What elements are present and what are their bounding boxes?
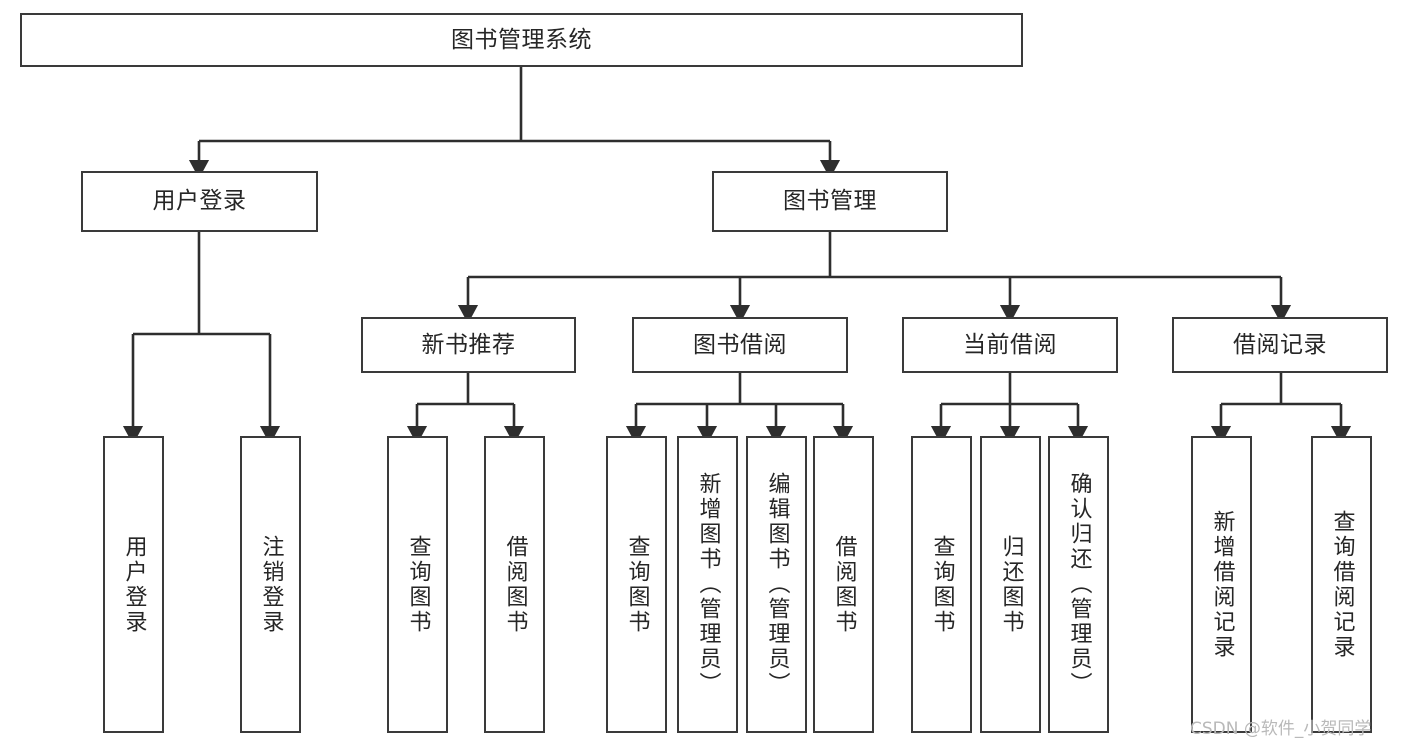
node-label: 借阅图书 bbox=[831, 534, 857, 635]
node-label: 借阅记录 bbox=[1233, 331, 1327, 358]
leaf-record-query-record[interactable]: 查询借阅记录 bbox=[1311, 436, 1372, 733]
node-label: 查询图书 bbox=[624, 534, 650, 635]
node-label: 查询图书 bbox=[929, 534, 955, 635]
node-book-borrow[interactable]: 图书借阅 bbox=[632, 317, 848, 373]
leaf-borrow-edit-book[interactable]: 编辑图书（管理员） bbox=[746, 436, 807, 733]
leaf-current-return-book[interactable]: 归还图书 bbox=[980, 436, 1041, 733]
node-label: 新增图书（管理员） bbox=[695, 472, 721, 697]
node-label: 图书管理系统 bbox=[451, 26, 592, 53]
leaf-user-login-logout[interactable]: 注销登录 bbox=[240, 436, 301, 733]
node-label: 当前借阅 bbox=[963, 331, 1057, 358]
node-label: 借阅图书 bbox=[502, 534, 528, 635]
node-label: 查询图书 bbox=[405, 534, 431, 635]
leaf-recommend-borrow-book[interactable]: 借阅图书 bbox=[484, 436, 545, 733]
node-book-management[interactable]: 图书管理 bbox=[712, 171, 948, 232]
node-label: 图书借阅 bbox=[693, 331, 787, 358]
leaf-current-confirm-return[interactable]: 确认归还（管理员） bbox=[1048, 436, 1109, 733]
node-current-borrow[interactable]: 当前借阅 bbox=[902, 317, 1118, 373]
node-label: 归还图书 bbox=[998, 534, 1024, 635]
leaf-record-add-record[interactable]: 新增借阅记录 bbox=[1191, 436, 1252, 733]
node-label: 用户登录 bbox=[152, 188, 247, 215]
leaf-current-query-book[interactable]: 查询图书 bbox=[911, 436, 972, 733]
node-borrow-record[interactable]: 借阅记录 bbox=[1172, 317, 1388, 373]
leaf-recommend-query-book[interactable]: 查询图书 bbox=[387, 436, 448, 733]
node-new-book-recommend[interactable]: 新书推荐 bbox=[361, 317, 576, 373]
node-label: 新增借阅记录 bbox=[1209, 509, 1235, 660]
leaf-user-login-login[interactable]: 用户登录 bbox=[103, 436, 164, 733]
node-label: 新书推荐 bbox=[421, 331, 516, 358]
node-label: 查询借阅记录 bbox=[1329, 509, 1355, 660]
node-label: 用户登录 bbox=[121, 534, 147, 635]
node-label: 注销登录 bbox=[258, 534, 284, 635]
node-label: 编辑图书（管理员） bbox=[764, 472, 790, 697]
node-user-login[interactable]: 用户登录 bbox=[81, 171, 318, 232]
node-label: 图书管理 bbox=[783, 188, 877, 215]
node-root-system[interactable]: 图书管理系统 bbox=[20, 13, 1023, 67]
leaf-borrow-add-book[interactable]: 新增图书（管理员） bbox=[677, 436, 738, 733]
node-label: 确认归还（管理员） bbox=[1066, 472, 1092, 697]
leaf-borrow-query-book[interactable]: 查询图书 bbox=[606, 436, 667, 733]
watermark-text: CSDN @软件_小贺同学 bbox=[1190, 719, 1372, 739]
leaf-borrow-borrow-book[interactable]: 借阅图书 bbox=[813, 436, 874, 733]
